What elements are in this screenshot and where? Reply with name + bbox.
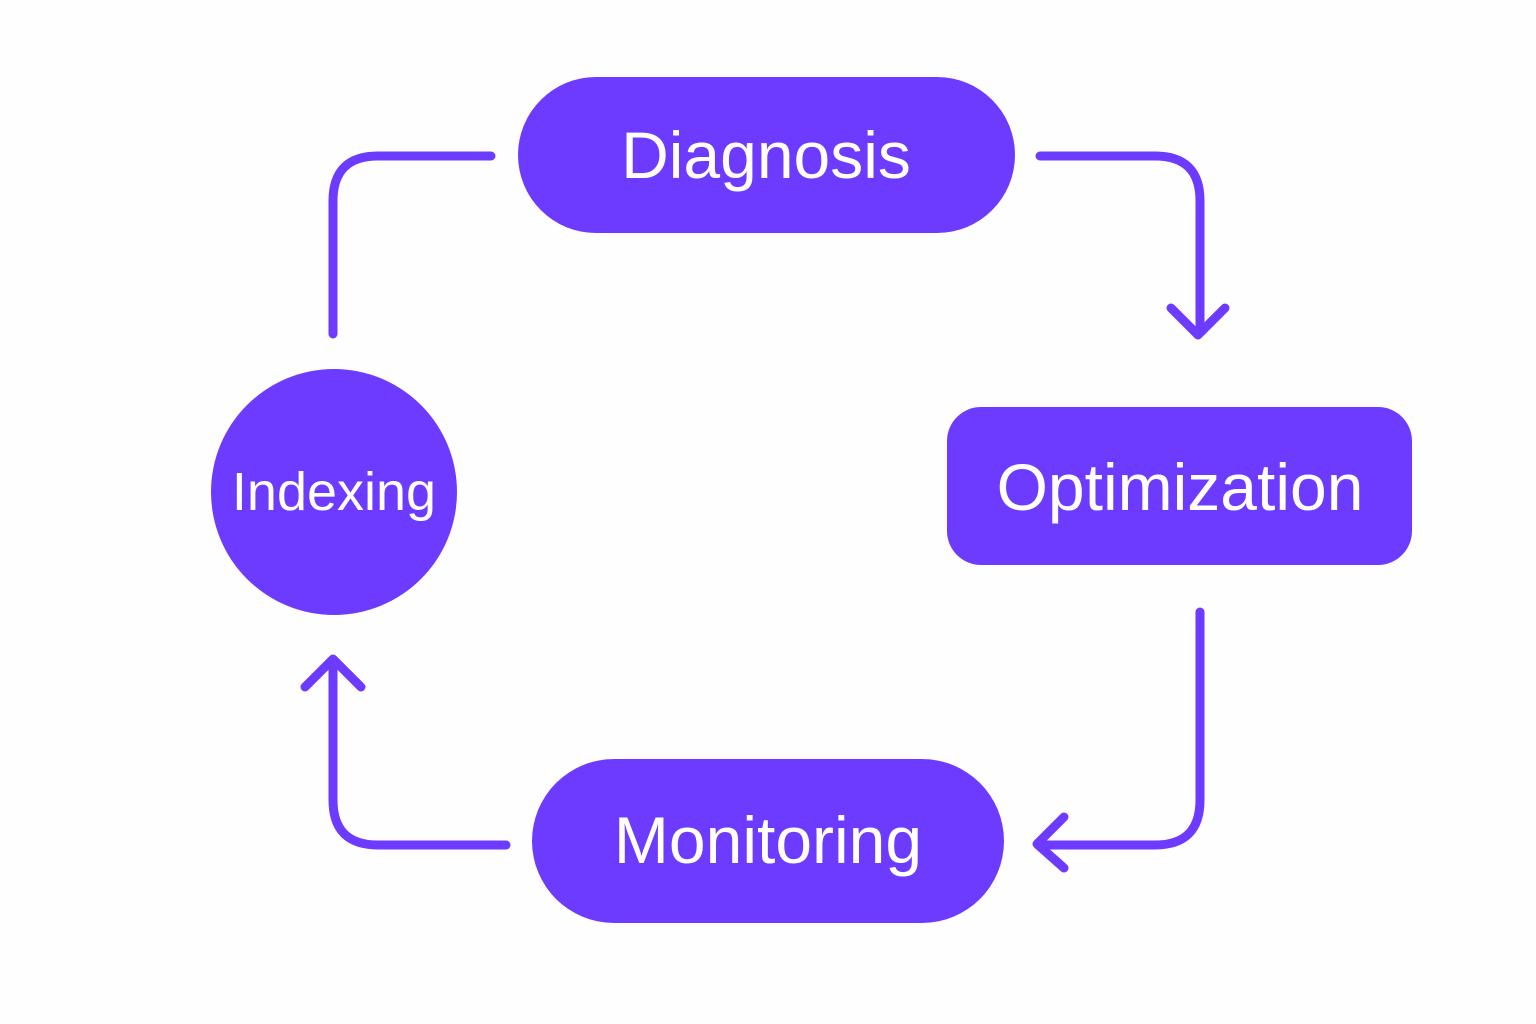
node-optimization-shape: [947, 407, 1412, 565]
connector-line: [1035, 151, 1205, 337]
node-optimization-label: Optimization: [997, 450, 1364, 524]
node-indexing[interactable]: Indexing: [211, 369, 457, 615]
node-monitoring[interactable]: Monitoring: [532, 759, 1004, 923]
connector-line: [328, 657, 511, 850]
edge-indexing-to-diagnosis: [328, 151, 496, 339]
node-monitoring-label: Monitoring: [614, 803, 922, 877]
node-indexing-label: Indexing: [232, 462, 436, 522]
arrow-down-icon: [1166, 303, 1230, 340]
node-diagnosis[interactable]: Diagnosis: [518, 77, 1015, 233]
node-monitoring-shape: [532, 759, 1004, 923]
arrow-up-icon: [300, 654, 366, 692]
node-diagnosis-label: Diagnosis: [621, 118, 911, 192]
edge-optimization-to-monitoring: [1032, 607, 1205, 873]
arrow-left-icon: [1032, 812, 1069, 873]
connector-line: [1040, 607, 1205, 850]
node-indexing-shape: [211, 369, 457, 615]
edge-diagnosis-to-optimization: [1035, 151, 1230, 340]
node-diagnosis-shape: [518, 77, 1015, 233]
node-optimization[interactable]: Optimization: [947, 407, 1412, 565]
connector-line: [328, 151, 496, 339]
edge-monitoring-to-indexing: [300, 654, 511, 850]
